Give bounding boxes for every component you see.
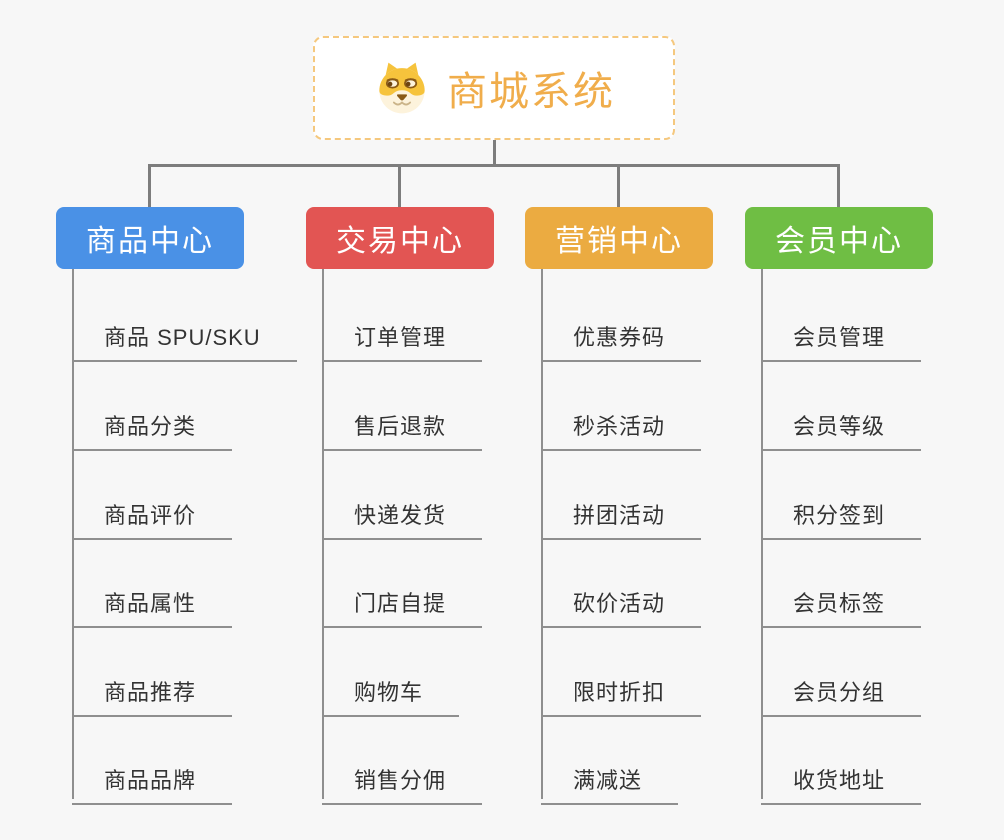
leaf-node[interactable]: 会员标签 <box>761 572 922 628</box>
root-node-mall-system[interactable]: 商城系统 <box>313 36 675 140</box>
leaf-node[interactable]: 积分签到 <box>761 484 922 540</box>
branch-header-member-center[interactable]: 会员中心 <box>745 207 933 269</box>
leaf-node[interactable]: 销售分佣 <box>322 749 483 805</box>
branch-trunk-line <box>761 269 763 799</box>
branch-header-product-center[interactable]: 商品中心 <box>56 207 244 269</box>
branch-horizontal-connector <box>148 164 840 167</box>
shiba-dog-icon <box>379 62 425 114</box>
branch-drop-connector <box>148 164 151 209</box>
leaf-node[interactable]: 门店自提 <box>322 572 483 628</box>
leaf-node[interactable]: 商品推荐 <box>72 661 233 717</box>
leaf-node[interactable]: 商品评价 <box>72 484 233 540</box>
leaf-node[interactable]: 快递发货 <box>322 484 483 540</box>
leaf-node[interactable]: 限时折扣 <box>541 661 702 717</box>
leaf-node[interactable]: 订单管理 <box>322 306 483 362</box>
branch-drop-connector <box>398 164 401 209</box>
root-node-label: 商城系统 <box>447 70 615 114</box>
branch-trunk-line <box>322 269 324 799</box>
leaf-node[interactable]: 满减送 <box>541 749 679 805</box>
leaf-node[interactable]: 会员分组 <box>761 661 922 717</box>
leaf-node[interactable]: 商品分类 <box>72 395 233 451</box>
leaf-node[interactable]: 秒杀活动 <box>541 395 702 451</box>
branch-trunk-line <box>72 269 74 799</box>
branch-header-trade-center[interactable]: 交易中心 <box>306 207 494 269</box>
branch-header-marketing-center[interactable]: 营销中心 <box>525 207 713 269</box>
leaf-node[interactable]: 拼团活动 <box>541 484 702 540</box>
leaf-node[interactable]: 商品属性 <box>72 572 233 628</box>
branch-drop-connector <box>837 164 840 209</box>
leaf-node[interactable]: 会员等级 <box>761 395 922 451</box>
leaf-node[interactable]: 优惠券码 <box>541 306 702 362</box>
branch-drop-connector <box>617 164 620 209</box>
leaf-node[interactable]: 商品品牌 <box>72 749 233 805</box>
leaf-node[interactable]: 购物车 <box>322 661 460 717</box>
leaf-node[interactable]: 售后退款 <box>322 395 483 451</box>
leaf-node[interactable]: 会员管理 <box>761 306 922 362</box>
leaf-node[interactable]: 砍价活动 <box>541 572 702 628</box>
root-stem-connector <box>493 140 496 166</box>
branch-trunk-line <box>541 269 543 799</box>
leaf-node[interactable]: 商品 SPU/SKU <box>72 306 297 362</box>
leaf-node[interactable]: 收货地址 <box>761 749 922 805</box>
